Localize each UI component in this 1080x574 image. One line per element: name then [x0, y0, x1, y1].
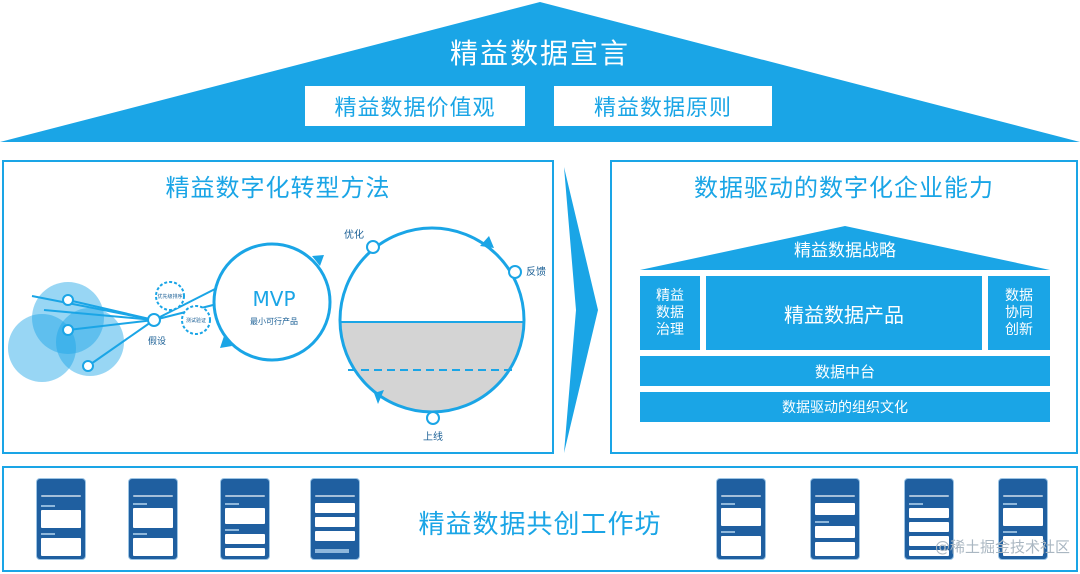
optimize-dot [366, 240, 380, 254]
governance-label: 精益数据治理 [656, 287, 684, 338]
principles-box: 精益数据原则 [554, 86, 772, 126]
optimize-label: 优化 [344, 228, 364, 241]
workshop-card [716, 478, 766, 560]
workshop-card [310, 478, 360, 560]
node-dot [62, 324, 74, 336]
transition-arrow [564, 167, 598, 453]
launch-dot [426, 411, 440, 425]
hypothesis-bubble [8, 314, 76, 382]
workshop-card [998, 478, 1048, 560]
test-verify-circle [181, 305, 211, 335]
roof-triangle [0, 2, 1080, 142]
middle-platform-label: 数据中台 [814, 362, 875, 381]
method-panel-title: 精益数字化转型方法 [165, 174, 391, 202]
feedback-label: 反馈 [526, 265, 546, 278]
workshop-card [220, 478, 270, 560]
water-fill [340, 322, 524, 412]
strategy-label: 精益数据战略 [794, 241, 896, 261]
feedback-dot [508, 265, 522, 279]
mvp-subtitle: 最小可行产品 [250, 316, 298, 326]
launch-label: 上线 [423, 430, 443, 443]
workshop-title: 精益数据共创工作坊 [418, 510, 662, 540]
roof-title: 精益数据宣言 [449, 37, 630, 70]
innovation-label: 数据协同创新 [1005, 287, 1033, 338]
mvp-title: MVP [253, 287, 296, 311]
mvp-circle [212, 242, 332, 362]
capability-panel-title: 数据驱动的数字化企业能力 [694, 174, 994, 202]
product-block: 精益数据产品 [706, 276, 982, 350]
test-verify-label: 测试验证 [186, 317, 206, 324]
strategy-roof [640, 226, 1050, 270]
workshop-card [904, 478, 954, 560]
prioritize-circle [155, 281, 185, 311]
workshop-card [810, 478, 860, 560]
node-dot [62, 294, 74, 306]
workshop-card [36, 478, 86, 560]
culture-block: 数据驱动的组织文化 [640, 392, 1050, 422]
governance-block: 精益数据治理 [640, 276, 700, 350]
values-box: 精益数据价值观 [305, 86, 525, 126]
innovation-block: 数据协同创新 [988, 276, 1050, 350]
workshop-panel [2, 466, 1078, 572]
method-diagram: 假设 优先级排序 测试验证 MVP 最小可行产品 优化 反馈 上线 [8, 226, 546, 443]
hypothesis-dot [147, 313, 161, 327]
hypothesis-label: 假设 [148, 336, 166, 347]
culture-label: 数据驱动的组织文化 [782, 400, 908, 416]
prioritize-label: 优先级排序 [157, 293, 182, 300]
product-label: 精益数据产品 [784, 302, 904, 327]
watermark: @稀土掘金技术社区 [934, 538, 1070, 556]
node-dot [82, 360, 94, 372]
middle-platform-block: 数据中台 [640, 356, 1050, 386]
workshop-card [128, 478, 178, 560]
